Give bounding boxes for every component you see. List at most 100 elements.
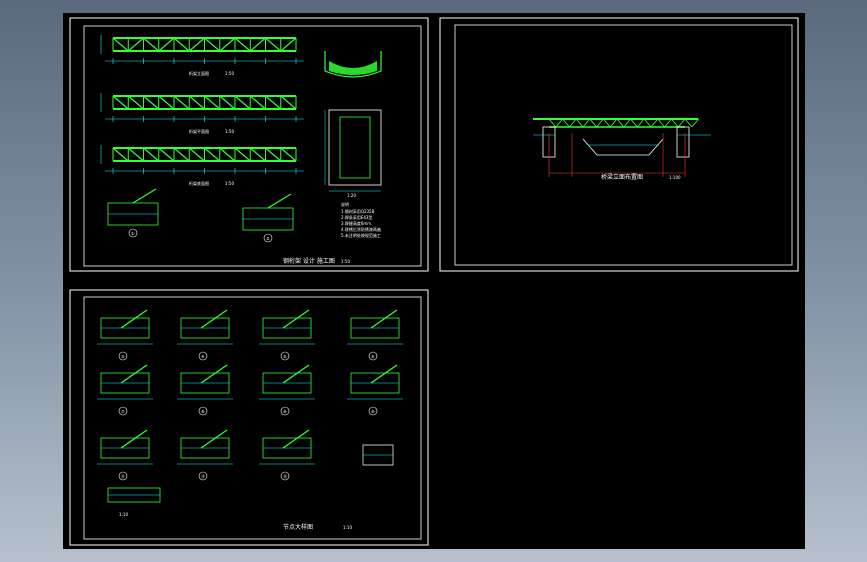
truss-diagonal <box>280 147 297 162</box>
detail-number: ⑪ <box>121 473 125 479</box>
bridge-web <box>650 118 659 128</box>
detail-number: ④ <box>201 354 205 359</box>
bridge-web <box>684 118 693 128</box>
brace-member <box>200 429 228 449</box>
sheet-scale: 1:10 <box>343 525 352 530</box>
detail-number: ⑨ <box>283 409 287 414</box>
notes-line: 5.未注明处按规范施工 <box>341 232 381 238</box>
brace <box>267 193 292 209</box>
bridge-web <box>596 118 604 128</box>
sheet-scale: 1:100 <box>669 175 681 180</box>
section-scale: 1:20 <box>347 193 356 198</box>
bridge-web <box>582 118 591 128</box>
truss-diagonal <box>143 95 160 110</box>
truss-diagonal <box>158 95 175 110</box>
detail-number: ⑬ <box>283 473 287 479</box>
detail-marker <box>118 351 128 361</box>
brace-member <box>282 364 310 384</box>
bridge-web <box>555 118 563 128</box>
channel-outline <box>324 51 382 78</box>
bridge-web <box>623 118 631 128</box>
notes-line: 4.除锈后涂防锈漆两遍 <box>341 226 381 232</box>
detail-marker <box>280 351 290 361</box>
truss-diagonal <box>219 147 236 162</box>
truss-diagonal <box>127 95 144 110</box>
truss-diagonal <box>265 95 282 110</box>
truss-diagonal <box>158 147 175 162</box>
bridge-web <box>671 118 679 128</box>
detail-marker <box>280 471 290 481</box>
detail-number: ⑩ <box>371 409 375 414</box>
truss-view: 桁架立面图 1:50 <box>100 35 304 76</box>
detail-number: ⑧ <box>201 409 205 414</box>
notes-line: 3.焊缝高度6mm <box>341 220 371 226</box>
sheet-truss-elevations[interactable] <box>69 17 429 272</box>
node-detail: ⑤ <box>259 309 315 361</box>
node-detail: ⑥ <box>347 309 403 361</box>
detail-marker <box>198 406 208 416</box>
brace-member <box>200 309 228 329</box>
bridge-web <box>643 118 652 128</box>
node-detail: ③ <box>97 309 153 361</box>
truss-diagonal <box>280 95 297 110</box>
detail-marker <box>118 471 128 481</box>
sheet-bridge-elevation[interactable] <box>439 17 799 272</box>
bridge-web <box>609 118 618 128</box>
notes-line: 2.焊条采用E43型 <box>341 214 372 220</box>
bridge-web <box>589 118 597 128</box>
detail-number: ③ <box>121 354 125 359</box>
truss-view-scale: 1:50 <box>225 71 234 76</box>
right-abutment <box>676 126 690 158</box>
truss-view-label: 桁架底面图 <box>189 180 209 186</box>
detail-number: ⑦ <box>121 409 125 414</box>
truss-diagonal <box>234 95 251 110</box>
brace-member <box>282 429 310 449</box>
truss-view-label: 桁架立面图 <box>189 70 209 76</box>
detail-marker <box>198 471 208 481</box>
sheet-title: 钢桁架 设计 施工图 <box>283 257 335 265</box>
detail-marker <box>118 406 128 416</box>
truss-diagonal <box>234 37 251 52</box>
brace-member <box>200 364 228 384</box>
truss-diagonal <box>265 37 282 52</box>
truss-diagonal <box>188 147 205 162</box>
truss-diagonal <box>204 37 221 52</box>
truss-diagonal <box>265 147 282 162</box>
bridge-web <box>637 118 645 128</box>
detail-marker <box>280 406 290 416</box>
bridge-web <box>657 118 665 128</box>
detail-scale: 1:10 <box>119 512 128 517</box>
node-detail <box>362 444 394 466</box>
detail-number: ⑥ <box>371 354 375 359</box>
notes-line: 1.钢材采用Q235B <box>341 208 375 214</box>
brace-member <box>120 429 148 449</box>
truss-diagonal <box>173 95 190 110</box>
detail-number: ① <box>131 231 135 236</box>
sheet-scale: 1:50 <box>341 259 350 264</box>
detail-marker <box>368 406 378 416</box>
truss-diagonal <box>158 37 175 52</box>
truss-diagonal <box>280 37 297 52</box>
brace <box>132 188 157 204</box>
truss-diagonal <box>204 95 221 110</box>
truss-diagonal <box>112 95 129 110</box>
truss-view-label: 桁架平面图 <box>189 128 209 134</box>
bridge-web <box>616 118 625 128</box>
bridge-web <box>603 118 611 128</box>
bridge-web <box>569 118 577 128</box>
brace-member <box>120 364 148 384</box>
sheet-title: 节点大样图 <box>283 523 313 531</box>
truss-diagonal <box>234 147 251 162</box>
sheet-node-details[interactable] <box>69 289 429 546</box>
bridge-web <box>562 118 570 128</box>
truss-diagonal <box>204 147 221 162</box>
node-detail: ⑩ <box>347 364 403 416</box>
truss-view-scale: 1:50 <box>225 181 234 186</box>
anchor-detail <box>362 444 394 466</box>
node-detail: ⑧ <box>177 364 233 416</box>
detail-marker <box>368 351 378 361</box>
brace-member <box>282 309 310 329</box>
node-detail: ⑪ <box>97 429 153 481</box>
truss-view-scale: 1:50 <box>225 129 234 134</box>
